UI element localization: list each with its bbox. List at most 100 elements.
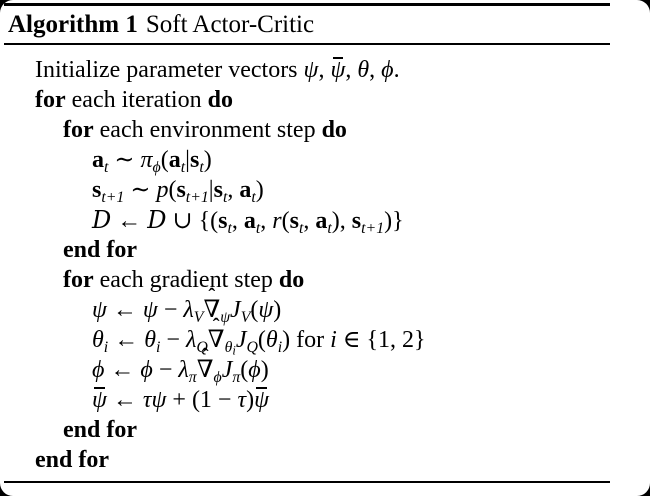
algorithm-line: Initialize parameter vectors ψ, ψ, θ, ϕ.: [0, 55, 650, 85]
math-segment: ϕ: [152, 158, 161, 176]
math-segment: each iteration: [65, 87, 208, 113]
math-segment: + (1 −: [166, 387, 238, 413]
math-segment: a: [243, 208, 256, 234]
math-segment: i: [103, 338, 109, 356]
math-segment: s: [289, 208, 299, 234]
algorithm-line: st+1 ∼ p(st+1|st, at): [0, 175, 650, 206]
math-segment: for: [35, 87, 66, 113]
hat-accent: ˆ: [208, 285, 216, 308]
math-segment: t+1: [185, 188, 209, 206]
math-segment: J: [221, 357, 233, 383]
math-segment: |: [208, 177, 214, 203]
hat-accent: ˆ: [201, 345, 209, 368]
math-segment: ϕ: [213, 368, 222, 386]
math-segment: ,: [260, 208, 273, 234]
algorithm-line: end for: [0, 235, 650, 265]
math-segment: Q: [246, 338, 258, 356]
math-segment: ψ: [220, 308, 231, 326]
math-segment: i: [277, 338, 283, 356]
math-segment: ,: [369, 57, 382, 83]
math-segment: ,: [345, 57, 358, 83]
math-segment: t: [180, 158, 186, 176]
algorithm-line: end for: [0, 415, 650, 445]
math-segment: ϕ: [92, 357, 105, 383]
math-segment: ψ: [303, 57, 319, 83]
math-segment: |: [185, 147, 190, 173]
math-segment: ϕ: [381, 57, 394, 83]
math-segment: D: [147, 206, 167, 234]
math-segment: ,: [303, 208, 316, 234]
math-segment: τ: [237, 387, 247, 413]
math-segment: for: [63, 117, 94, 143]
algorithm-label: Algorithm 1: [8, 11, 138, 38]
math-segment: Initialize parameter vectors: [35, 57, 304, 83]
math-segment: θ: [265, 327, 278, 353]
algorithm-line: ψ ← τψ + (1 − τ)ψ: [0, 385, 650, 415]
math-segment: π: [188, 368, 197, 386]
math-segment: (: [240, 357, 249, 383]
algorithm-line: D ← D ∪ {(st, at, r(st, at), st+1)}: [0, 205, 650, 237]
math-segment: ∈ {1, 2}: [336, 327, 426, 353]
math-segment: ←: [111, 208, 148, 234]
math-segment: end for: [63, 417, 137, 443]
math-segment: ψ: [258, 297, 274, 323]
algorithm-line: end for: [0, 445, 650, 475]
math-segment: ←: [106, 297, 143, 323]
math-segment: s: [213, 177, 223, 203]
math-segment: a: [239, 177, 252, 203]
math-segment: θ: [224, 338, 233, 356]
math-segment: each environment step: [93, 117, 322, 143]
math-segment: t+1: [101, 188, 125, 206]
math-segment: t: [199, 158, 204, 176]
math-segment: t: [104, 158, 109, 176]
math-segment: s: [189, 147, 200, 173]
math-segment: θ: [144, 327, 156, 353]
math-segment: end for: [63, 237, 137, 263]
math-segment: do: [207, 87, 233, 113]
math-segment: −: [157, 297, 184, 323]
math-segment: ) for: [282, 327, 331, 353]
math-segment: ←: [104, 357, 141, 383]
math-segment: r: [272, 208, 282, 234]
algorithm-line: for each gradient step do: [0, 265, 650, 295]
math-segment: J: [235, 327, 247, 353]
bar-accent: [332, 57, 344, 60]
math-segment: λ: [185, 327, 197, 353]
math-segment: ): [246, 387, 255, 413]
bar-symbol: ψ: [92, 387, 107, 413]
math-segment: ←: [106, 387, 143, 413]
math-segment: V: [193, 308, 204, 326]
header-rule: [4, 43, 610, 45]
math-segment: a: [168, 147, 181, 173]
math-segment: (: [257, 327, 266, 353]
bar-accent: [256, 387, 267, 390]
math-segment: i: [330, 327, 337, 353]
math-segment: ψ: [92, 297, 107, 323]
math-segment: each gradient step: [93, 267, 279, 293]
math-segment: ϕ: [248, 357, 261, 383]
math-segment: a: [92, 147, 104, 173]
math-segment: .: [393, 57, 400, 83]
math-segment: i: [232, 343, 236, 358]
algorithm-title: Soft Actor-Critic: [145, 11, 315, 38]
math-segment: do: [321, 117, 347, 143]
math-segment: ): [260, 357, 269, 383]
math-segment: t: [298, 219, 304, 237]
top-rule: [4, 3, 610, 6]
math-segment: ←: [108, 327, 145, 353]
math-segment: −: [152, 357, 179, 383]
bar-symbol: ψ: [254, 387, 269, 413]
math-segment: t: [227, 219, 232, 237]
math-segment: (: [250, 297, 259, 323]
math-segment: (: [281, 208, 290, 234]
algorithm-line: for each iteration do: [0, 85, 650, 115]
math-segment: s: [218, 208, 228, 234]
math-segment: (: [160, 147, 169, 173]
math-segment: Q: [196, 338, 208, 356]
nabla-hat-symbol: ˆ∇: [207, 315, 225, 353]
math-segment: ϕ: [140, 357, 153, 383]
bar-symbol: ψ: [330, 57, 346, 83]
math-segment: (: [168, 177, 177, 203]
math-segment: s: [92, 177, 102, 203]
